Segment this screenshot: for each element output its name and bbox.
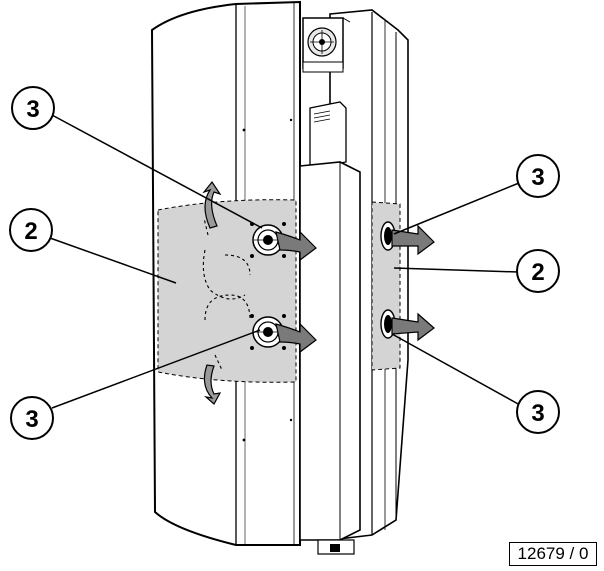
svg-text:2: 2 [531, 259, 544, 286]
callout-3-top-right: 3 [516, 154, 560, 198]
electrical-box [309, 101, 347, 169]
callout-3-top-left: 3 [11, 86, 55, 130]
leader-line-c1 [51, 114, 263, 229]
leader-lines [49, 114, 521, 409]
leader-line-c2 [49, 237, 177, 284]
leader-line-c3 [51, 329, 261, 409]
svg-text:3: 3 [25, 406, 38, 433]
outflow-arrows [275, 224, 435, 354]
svg-text:3: 3 [26, 96, 39, 123]
callout-3-bottom-left: 3 [10, 396, 54, 440]
airflow-dashed-arrows [202, 217, 251, 371]
reference-code: 12679 / 0 [509, 542, 597, 566]
airflow-solid-arrows [202, 180, 222, 405]
leader-line-c5 [393, 267, 519, 273]
top-fan-unit [302, 17, 351, 73]
callout-2-left: 2 [9, 208, 53, 252]
callout-3-bottom-right: 3 [516, 390, 560, 434]
callout-2-right: 2 [516, 249, 560, 293]
leader-line-c6 [391, 333, 521, 406]
leader-line-c4 [393, 182, 520, 235]
svg-text:3: 3 [531, 164, 544, 191]
svg-text:3: 3 [531, 400, 544, 427]
svg-text:2: 2 [24, 218, 37, 245]
front-column [299, 161, 361, 555]
